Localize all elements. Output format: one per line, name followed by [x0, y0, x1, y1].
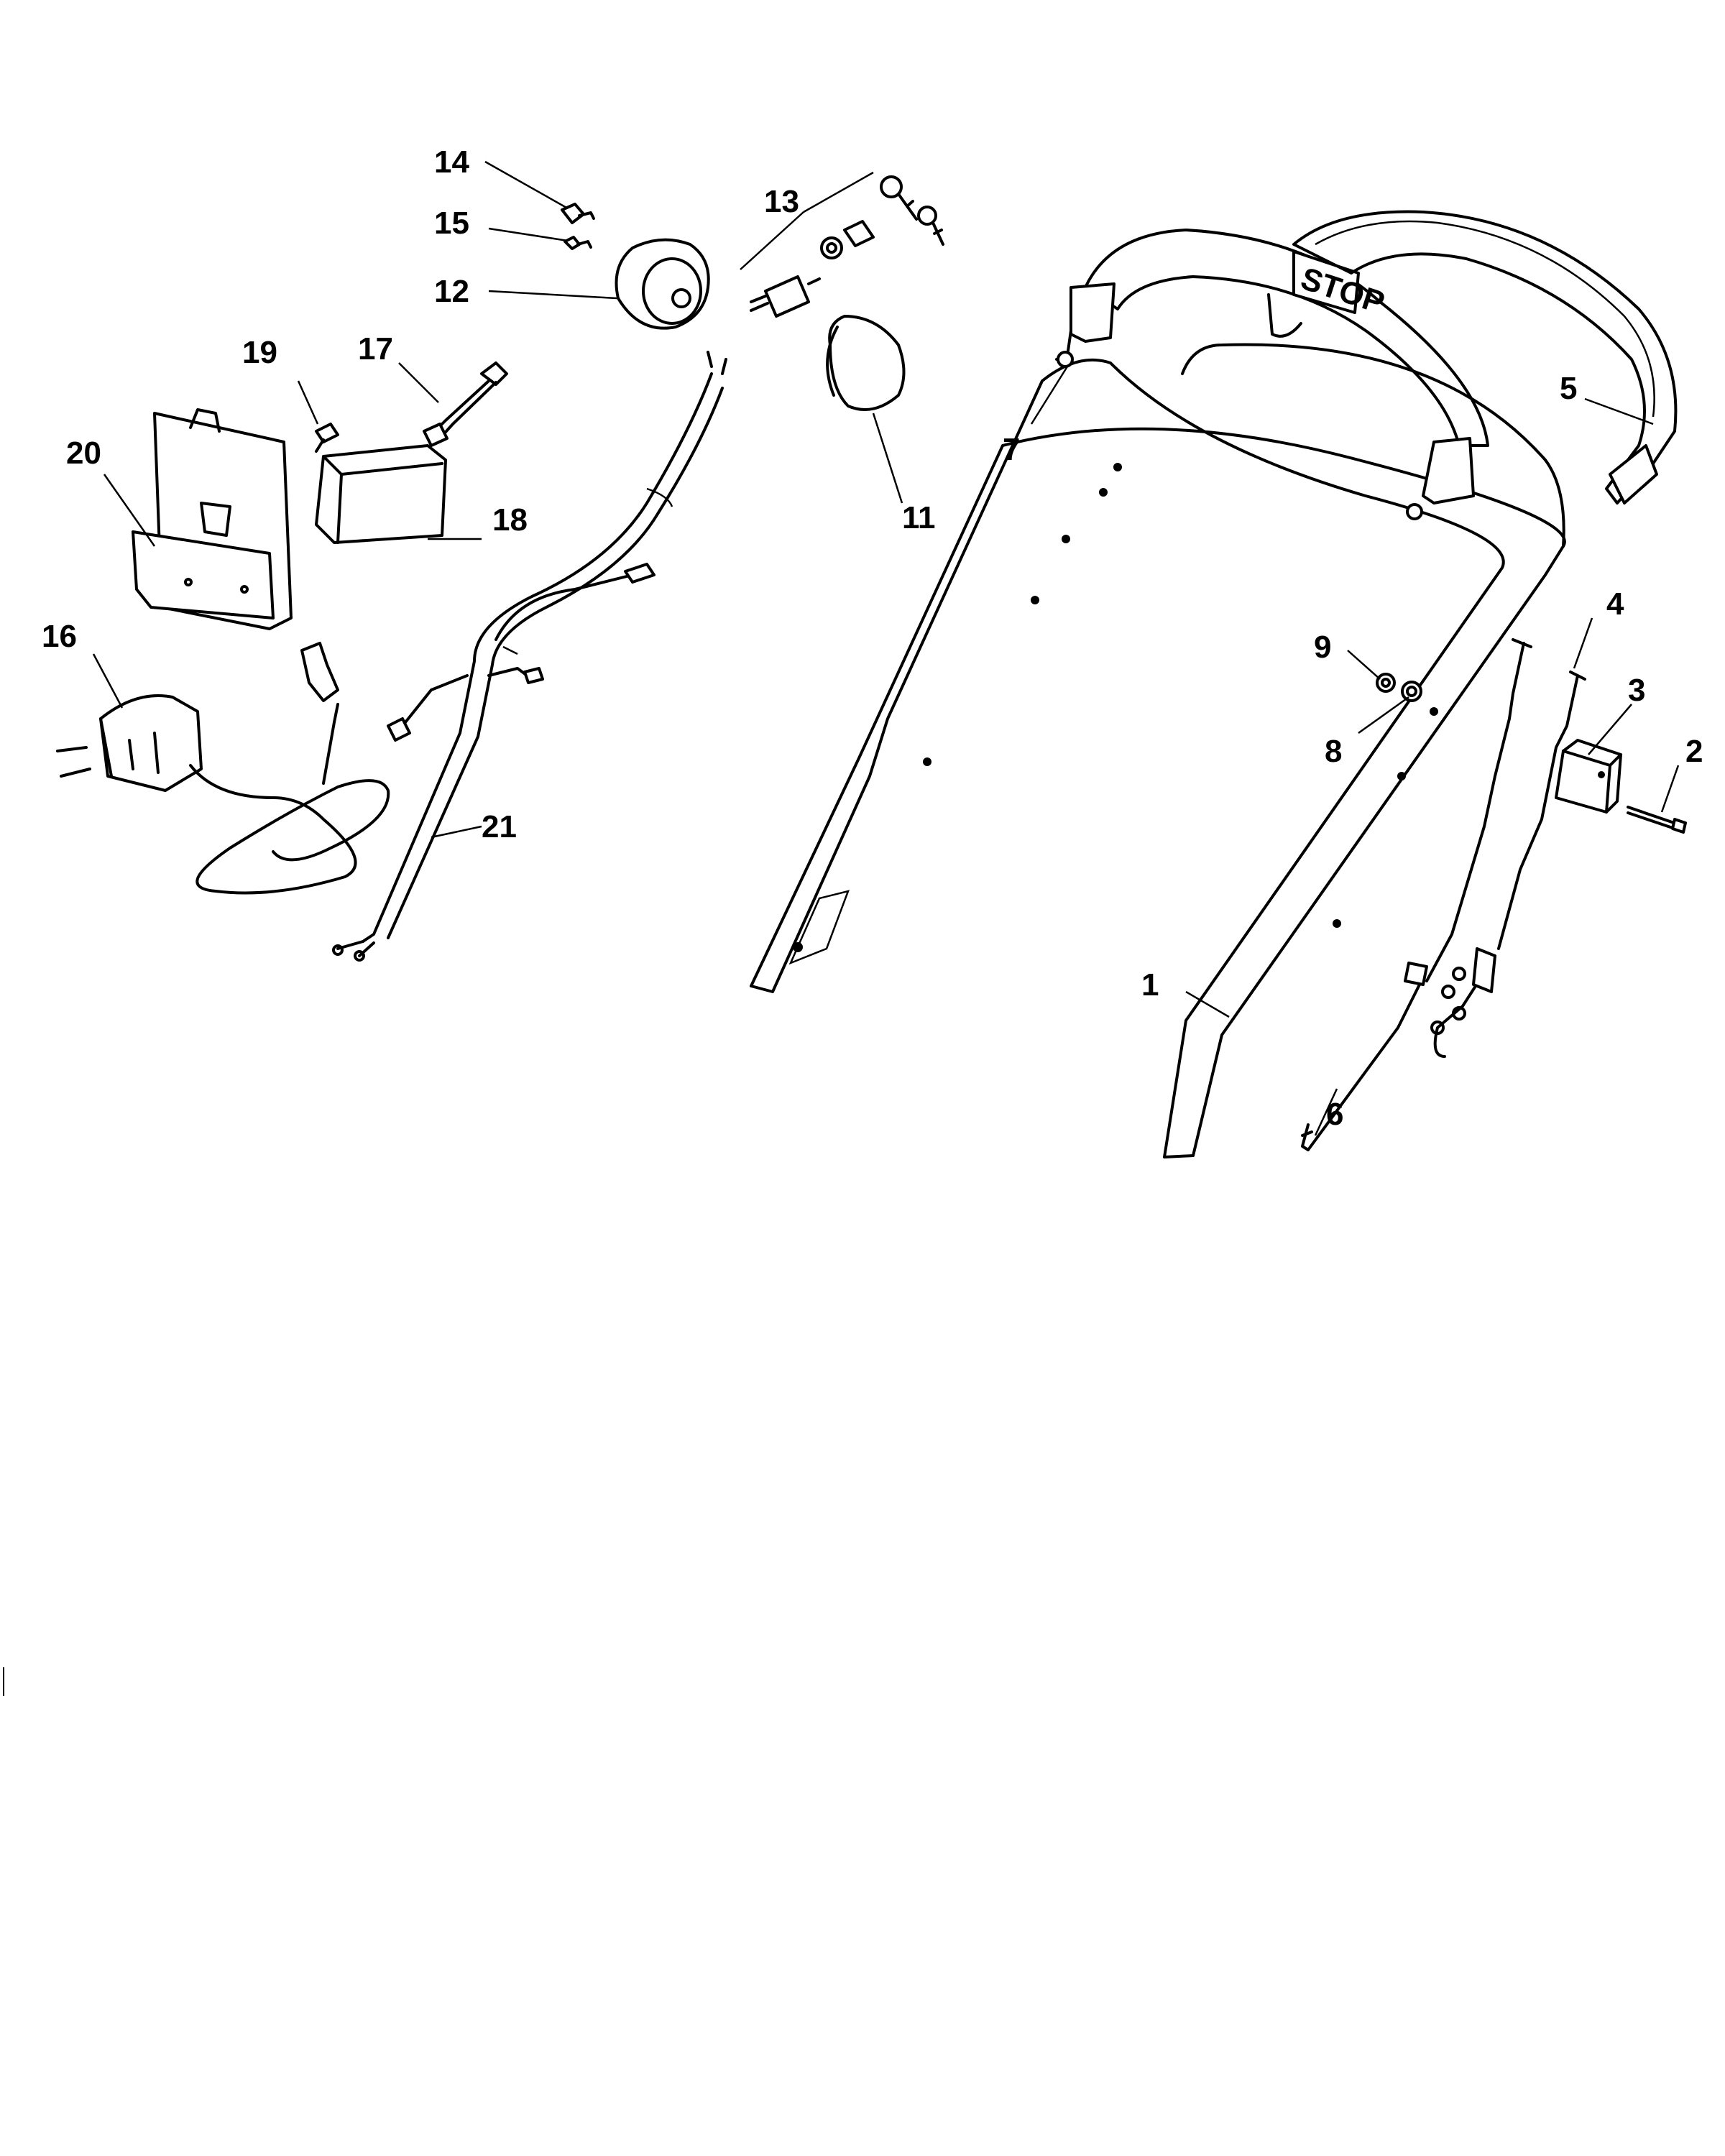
- battery-box: [132, 408, 293, 630]
- callout-15: 15: [434, 206, 469, 241]
- battery-charger: [56, 642, 390, 895]
- spacer-block: [1555, 739, 1622, 814]
- leader-lines: [92, 160, 1680, 1136]
- battery: [315, 444, 447, 544]
- small-screw: [315, 423, 339, 453]
- callout-13: 13: [764, 184, 799, 219]
- callout-17: 17: [358, 331, 393, 367]
- callout-11: 11: [902, 500, 936, 535]
- callout-2: 2: [1685, 734, 1703, 769]
- callout-7: 7: [1003, 432, 1020, 467]
- lower-handle-bar: [750, 343, 1566, 1158]
- callout-5: 5: [1560, 371, 1577, 406]
- bolt: [1627, 806, 1687, 834]
- callout-4: 4: [1606, 586, 1624, 622]
- handle-grip: [1292, 210, 1678, 505]
- callout-14: 14: [434, 144, 469, 180]
- callout-1: 1: [1141, 967, 1159, 1003]
- callout-8: 8: [1325, 734, 1342, 769]
- callout-9: 9: [1314, 630, 1331, 665]
- switch-housing: [615, 238, 710, 330]
- callout-20: 20: [66, 436, 101, 471]
- connector-lead: [423, 361, 508, 447]
- switch-cap: [826, 315, 906, 411]
- upper-handle-bar: STOP: [1055, 229, 1489, 520]
- ignition-switch-with-keys: [740, 171, 944, 318]
- callout-6: 6: [1326, 1097, 1343, 1132]
- wiring-harness: [332, 351, 727, 962]
- callout-12: 12: [434, 274, 469, 309]
- callout-18: 18: [492, 502, 528, 538]
- callout-labels: 1 2 3 4 5 6 7 8 9 11 12 13 14 15 16 17 1…: [42, 144, 1703, 1132]
- washer-and-nut: [1376, 673, 1422, 702]
- callout-3: 3: [1628, 673, 1645, 708]
- control-cables: [1307, 638, 1586, 1151]
- screws-14-15: [561, 203, 595, 250]
- callout-16: 16: [42, 619, 77, 654]
- callout-19: 19: [242, 335, 277, 370]
- cable-clip: [1301, 1123, 1313, 1151]
- callout-21: 21: [482, 809, 517, 844]
